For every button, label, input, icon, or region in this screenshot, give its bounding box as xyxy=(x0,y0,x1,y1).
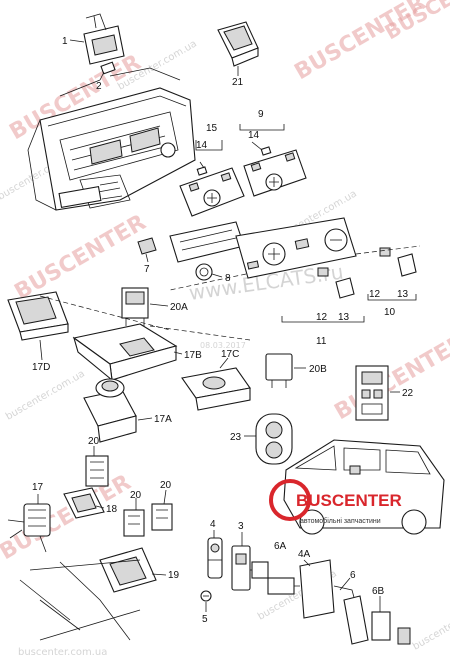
part-panel-9 xyxy=(243,146,307,197)
part-connector-20 xyxy=(85,455,109,487)
part-connectors-20-pair xyxy=(123,503,173,537)
callout-23: 23 xyxy=(230,432,242,443)
leader-line xyxy=(149,303,169,307)
part-harness-6 xyxy=(267,559,411,645)
watermark-date: 08.03.2017 xyxy=(200,341,246,350)
leader-line xyxy=(251,141,263,151)
part-door-contact-4 xyxy=(207,537,223,579)
part-switch-1 xyxy=(83,13,125,75)
assembly-line xyxy=(39,295,251,341)
leader-line xyxy=(99,71,105,81)
dashboard-panel xyxy=(27,67,196,211)
callout-12a: 12 xyxy=(369,289,381,300)
leader-line xyxy=(199,161,205,169)
callout-22: 22 xyxy=(402,388,414,399)
part-switch-17d xyxy=(7,291,69,341)
leader-line xyxy=(219,357,229,369)
van-illustration xyxy=(283,439,445,535)
leader-line xyxy=(151,573,167,576)
leader-line xyxy=(303,559,311,567)
part-relay-20b xyxy=(265,353,293,388)
watermark-url: buscenter.com.ua xyxy=(411,598,450,652)
watermark-brand: BUSCENTER xyxy=(0,470,135,565)
part-panel-15 xyxy=(179,166,245,217)
callout-21: 21 xyxy=(232,77,244,88)
leader-bracket xyxy=(195,140,223,151)
callout-20-right: 20 xyxy=(160,480,172,491)
callout-4a: 4A xyxy=(298,549,311,560)
callout-5: 5 xyxy=(202,614,208,625)
callout-6: 6 xyxy=(350,570,356,581)
leader-line xyxy=(339,577,351,591)
part-knobs-12-13 xyxy=(317,247,417,299)
callout-18: 18 xyxy=(106,504,118,515)
callout-3: 3 xyxy=(238,521,244,532)
logo-tagline: автомобільні запчастини xyxy=(300,517,381,525)
callout-labels: 1 2 21 15 9 14 14 7 8 12 13 10 12 13 11 … xyxy=(32,36,414,625)
callout-19: 19 xyxy=(168,570,180,581)
leader-bracket xyxy=(367,294,417,301)
leader-line xyxy=(39,339,43,361)
callout-17: 17 xyxy=(32,482,44,493)
callout-17d: 17D xyxy=(32,362,50,373)
leader-line xyxy=(163,489,167,505)
part-console-17b xyxy=(72,323,178,382)
part-switch-22 xyxy=(355,365,389,421)
part-contact-switch-3 xyxy=(231,545,269,591)
callout-12b: 12 xyxy=(316,312,328,323)
callout-14a: 14 xyxy=(196,140,208,151)
part-connector-18 xyxy=(63,487,105,519)
part-switch-21 xyxy=(217,21,259,67)
part-radio-7-8 xyxy=(137,221,245,281)
leader-line xyxy=(145,253,149,263)
watermark-url: buscenter.com.ua xyxy=(18,647,107,658)
part-switch-23 xyxy=(255,413,293,465)
callout-6b: 6B xyxy=(372,586,385,597)
callout-20A: 20A xyxy=(170,302,188,313)
callout-6a: 6A xyxy=(274,541,287,552)
callout-20B: 20B xyxy=(309,364,327,375)
callout-17c: 17C xyxy=(221,349,239,360)
watermark-url: buscenter.com.ua xyxy=(4,368,87,422)
callout-20-upper: 20 xyxy=(88,436,100,447)
callout-20-mid: 20 xyxy=(130,490,142,501)
leader-bracket xyxy=(281,316,365,323)
part-switch-17a xyxy=(83,378,137,443)
part-tray-19 xyxy=(19,547,157,641)
assembly-line xyxy=(169,245,421,291)
callout-9: 9 xyxy=(258,109,264,120)
leader-line xyxy=(95,505,105,509)
callout-15: 15 xyxy=(206,123,218,134)
callout-14b: 14 xyxy=(248,130,260,141)
callout-13a: 13 xyxy=(397,289,409,300)
part-switch-20a xyxy=(121,287,149,326)
callout-10: 10 xyxy=(384,307,396,318)
callout-13b: 13 xyxy=(338,312,350,323)
buscenter-logo: BUSCENTER автомобільні запчастини xyxy=(269,479,402,525)
callout-17b: 17B xyxy=(184,350,202,361)
part-switch-17c xyxy=(181,367,251,411)
callout-11: 11 xyxy=(316,336,327,347)
part-connector-17 xyxy=(7,503,51,553)
callout-8: 8 xyxy=(225,273,231,284)
callout-7: 7 xyxy=(144,264,150,275)
callout-1: 1 xyxy=(62,36,68,47)
logo-text: BUSCENTER xyxy=(296,491,402,510)
leader-line xyxy=(211,273,223,278)
part-screw-5 xyxy=(200,590,212,602)
logo-ring xyxy=(269,479,311,521)
watermark-brand: BUSCENTER xyxy=(331,330,450,425)
leader-line xyxy=(173,351,183,355)
callout-2: 2 xyxy=(96,81,102,92)
part-panel-11 xyxy=(235,217,357,279)
leader-bracket xyxy=(239,124,285,131)
callout-4: 4 xyxy=(210,519,216,530)
leader-line xyxy=(69,39,85,43)
callout-17a: 17A xyxy=(154,414,172,425)
leader-line xyxy=(137,417,153,421)
